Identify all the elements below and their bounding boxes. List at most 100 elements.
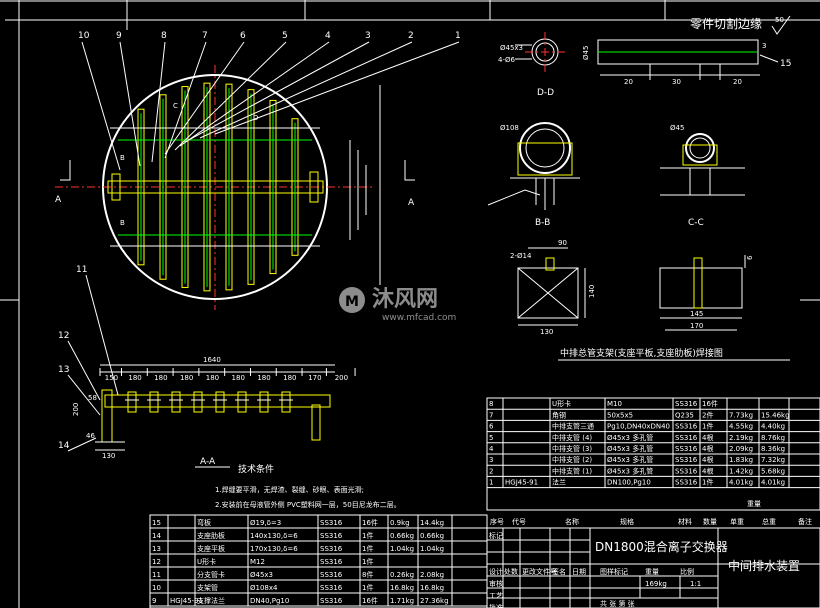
bom-cell: 4.01kg (729, 479, 753, 487)
equipment-name: DN1800混合离子交换器 (595, 539, 728, 554)
branch-pipe (225, 83, 233, 291)
aa-span-dim: 180 (232, 374, 245, 382)
bom-cell: 1.04kg (420, 545, 444, 553)
tb-col-label: 更改文件号 (522, 567, 557, 576)
bom-cell: Ø45x3 多孔管 (607, 466, 653, 475)
bom-cell: SS316 (320, 519, 343, 527)
aa-span-dim: 180 (154, 374, 167, 382)
aa-leader-13: 13 (58, 365, 69, 375)
aa-left-dim: 46 (86, 432, 95, 440)
watermark: M 沐风网 www.mfcad.com (339, 287, 456, 323)
aa-leader-12: 12 (58, 331, 69, 341)
drawing-name: 中间排水装置 (728, 558, 800, 573)
bom-cell: Q235 (675, 411, 694, 419)
plate1-base: 130 (540, 328, 553, 336)
bom-cell: 2.09kg (729, 445, 753, 453)
bom-cell: 14 (152, 532, 161, 540)
bom-cell: 15 (152, 519, 161, 527)
bom-cell: 16件 (362, 596, 378, 605)
bom-cell: 16件 (362, 518, 378, 527)
plate2-h: 6 (746, 255, 754, 260)
aa-base-dim: 130 (102, 452, 115, 460)
bom-cell: 6 (489, 423, 494, 431)
tech-line-2: 2.安装前在母液管外侧 PVC塑料网一层，50目尼龙布二层。 (215, 500, 401, 509)
tb-row-label: 工艺 (489, 592, 503, 600)
main-leader-9: 9 (116, 31, 122, 41)
part-15: 15 (780, 59, 791, 69)
aa-riser (193, 391, 203, 413)
plate2-w1: 145 (690, 310, 703, 318)
bom-cell: 50x5x5 (607, 411, 633, 419)
bb-dia: Ø108 (500, 124, 519, 132)
aa-total-dim: 1640 (203, 356, 221, 364)
main-leader-7: 7 (202, 31, 208, 41)
bom-cell: 2 (489, 467, 493, 475)
bom-cell: 1.83kg (729, 456, 753, 464)
branch-pipe (181, 86, 189, 288)
bom-cell: 0.66kg (390, 532, 414, 540)
aa-span-dim: 150 (105, 374, 118, 382)
cc-label: C-C (688, 218, 704, 228)
bom-cell: 11 (152, 571, 161, 579)
bom-cell: Ø45x3 多孔管 (607, 455, 653, 464)
section-a-left: A (55, 195, 62, 205)
bom-cell: 5.68kg (761, 467, 785, 475)
bom-cell: SS316 (320, 558, 343, 566)
roughness-value: 50 (775, 16, 784, 24)
section-b-bottom: B (120, 219, 125, 227)
main-leader-3: 3 (365, 31, 371, 41)
bom-cell: 1.04kg (390, 545, 414, 553)
section-d: D (253, 114, 258, 122)
bom-cell: Pg10,DN40xDN40 (607, 423, 670, 431)
bom-header-cell: 备注 (798, 517, 812, 526)
bom-cell: 弯板 (197, 518, 211, 527)
branch-pipe (137, 108, 145, 266)
bom-header-cell: 序号 (490, 517, 504, 526)
bom-cell: 27.36kg (420, 597, 449, 605)
bom-cell: SS316 (320, 532, 343, 540)
bom-cell: 1件 (702, 422, 713, 431)
section-c: C (173, 102, 178, 110)
bom-cell: 8.36kg (761, 445, 785, 453)
header-pipe (107, 180, 324, 194)
main-leader-1: 1 (455, 31, 461, 41)
bom-cell: 中排支管 (2) (552, 455, 592, 464)
bom-header-weight: 重量 (747, 500, 761, 508)
bom-cell: 1件 (362, 583, 373, 592)
branch-pipe (269, 99, 277, 275)
tb-row-label: 设计 (489, 567, 503, 576)
edge-note: 零件切割边缘 (690, 16, 762, 31)
tb-weight-label: 重量 (645, 568, 659, 576)
aa-header-pipe (104, 394, 331, 408)
bom-cell: 4根 (702, 444, 713, 453)
bom-cell: 2.19kg (729, 434, 753, 442)
bom-header-cell: 数量 (703, 517, 717, 526)
bom-cell: 2件 (702, 410, 713, 419)
bom-cell: 16件 (702, 399, 718, 408)
bom-cell: 12 (152, 558, 161, 566)
bom-cell: 1件 (362, 531, 373, 540)
bom-cell: 5 (489, 434, 493, 442)
bom-cell: 中排支管三通 (552, 422, 594, 431)
tb-col-label: 处数 (504, 567, 518, 576)
bom-cell: DN100,Pg10 (607, 479, 651, 487)
bom-cell: U形卡 (552, 399, 571, 408)
bom-cell: Ø45x3 (250, 571, 273, 579)
bom-cell: 7.32kg (761, 456, 785, 464)
bom-cell: 支撑法兰 (197, 596, 225, 605)
bom-cell: 1件 (362, 557, 373, 566)
aa-riser (215, 391, 225, 413)
bom-cell: 13 (152, 545, 161, 553)
tb-row-label: 审核 (489, 579, 503, 588)
cc-detail: Ø45 C-C (660, 124, 745, 228)
bom-cell: 0.9kg (390, 519, 410, 527)
tb-col-label: 日期 (572, 568, 586, 576)
tech-title: 技术条件 (238, 463, 274, 475)
strip-dim-3: 20 (733, 78, 742, 86)
bom-cell: 8 (489, 400, 493, 408)
bom-cell: 1.42kg (729, 467, 753, 475)
